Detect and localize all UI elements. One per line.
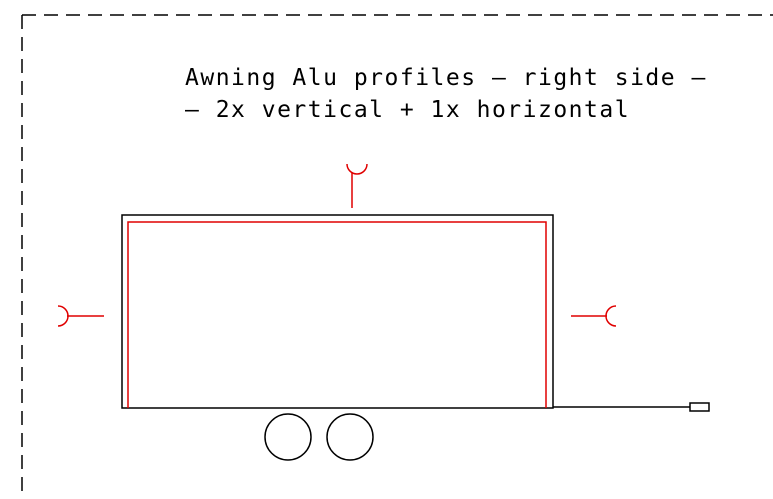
profile-section-right	[571, 305, 617, 327]
dashed-frame	[21, 14, 773, 499]
wheel-rear	[326, 413, 374, 461]
caption-line-1: Awning Alu profiles – right side –	[185, 65, 707, 91]
caption-line-2: – 2x vertical + 1x horizontal	[185, 97, 630, 123]
tow-coupling	[689, 402, 710, 412]
profile-section-top	[346, 163, 368, 208]
awning-alu-profile	[127, 221, 547, 408]
profile-section-left	[57, 305, 104, 327]
wheel-front	[264, 413, 312, 461]
trailer-body-outline	[121, 214, 554, 409]
